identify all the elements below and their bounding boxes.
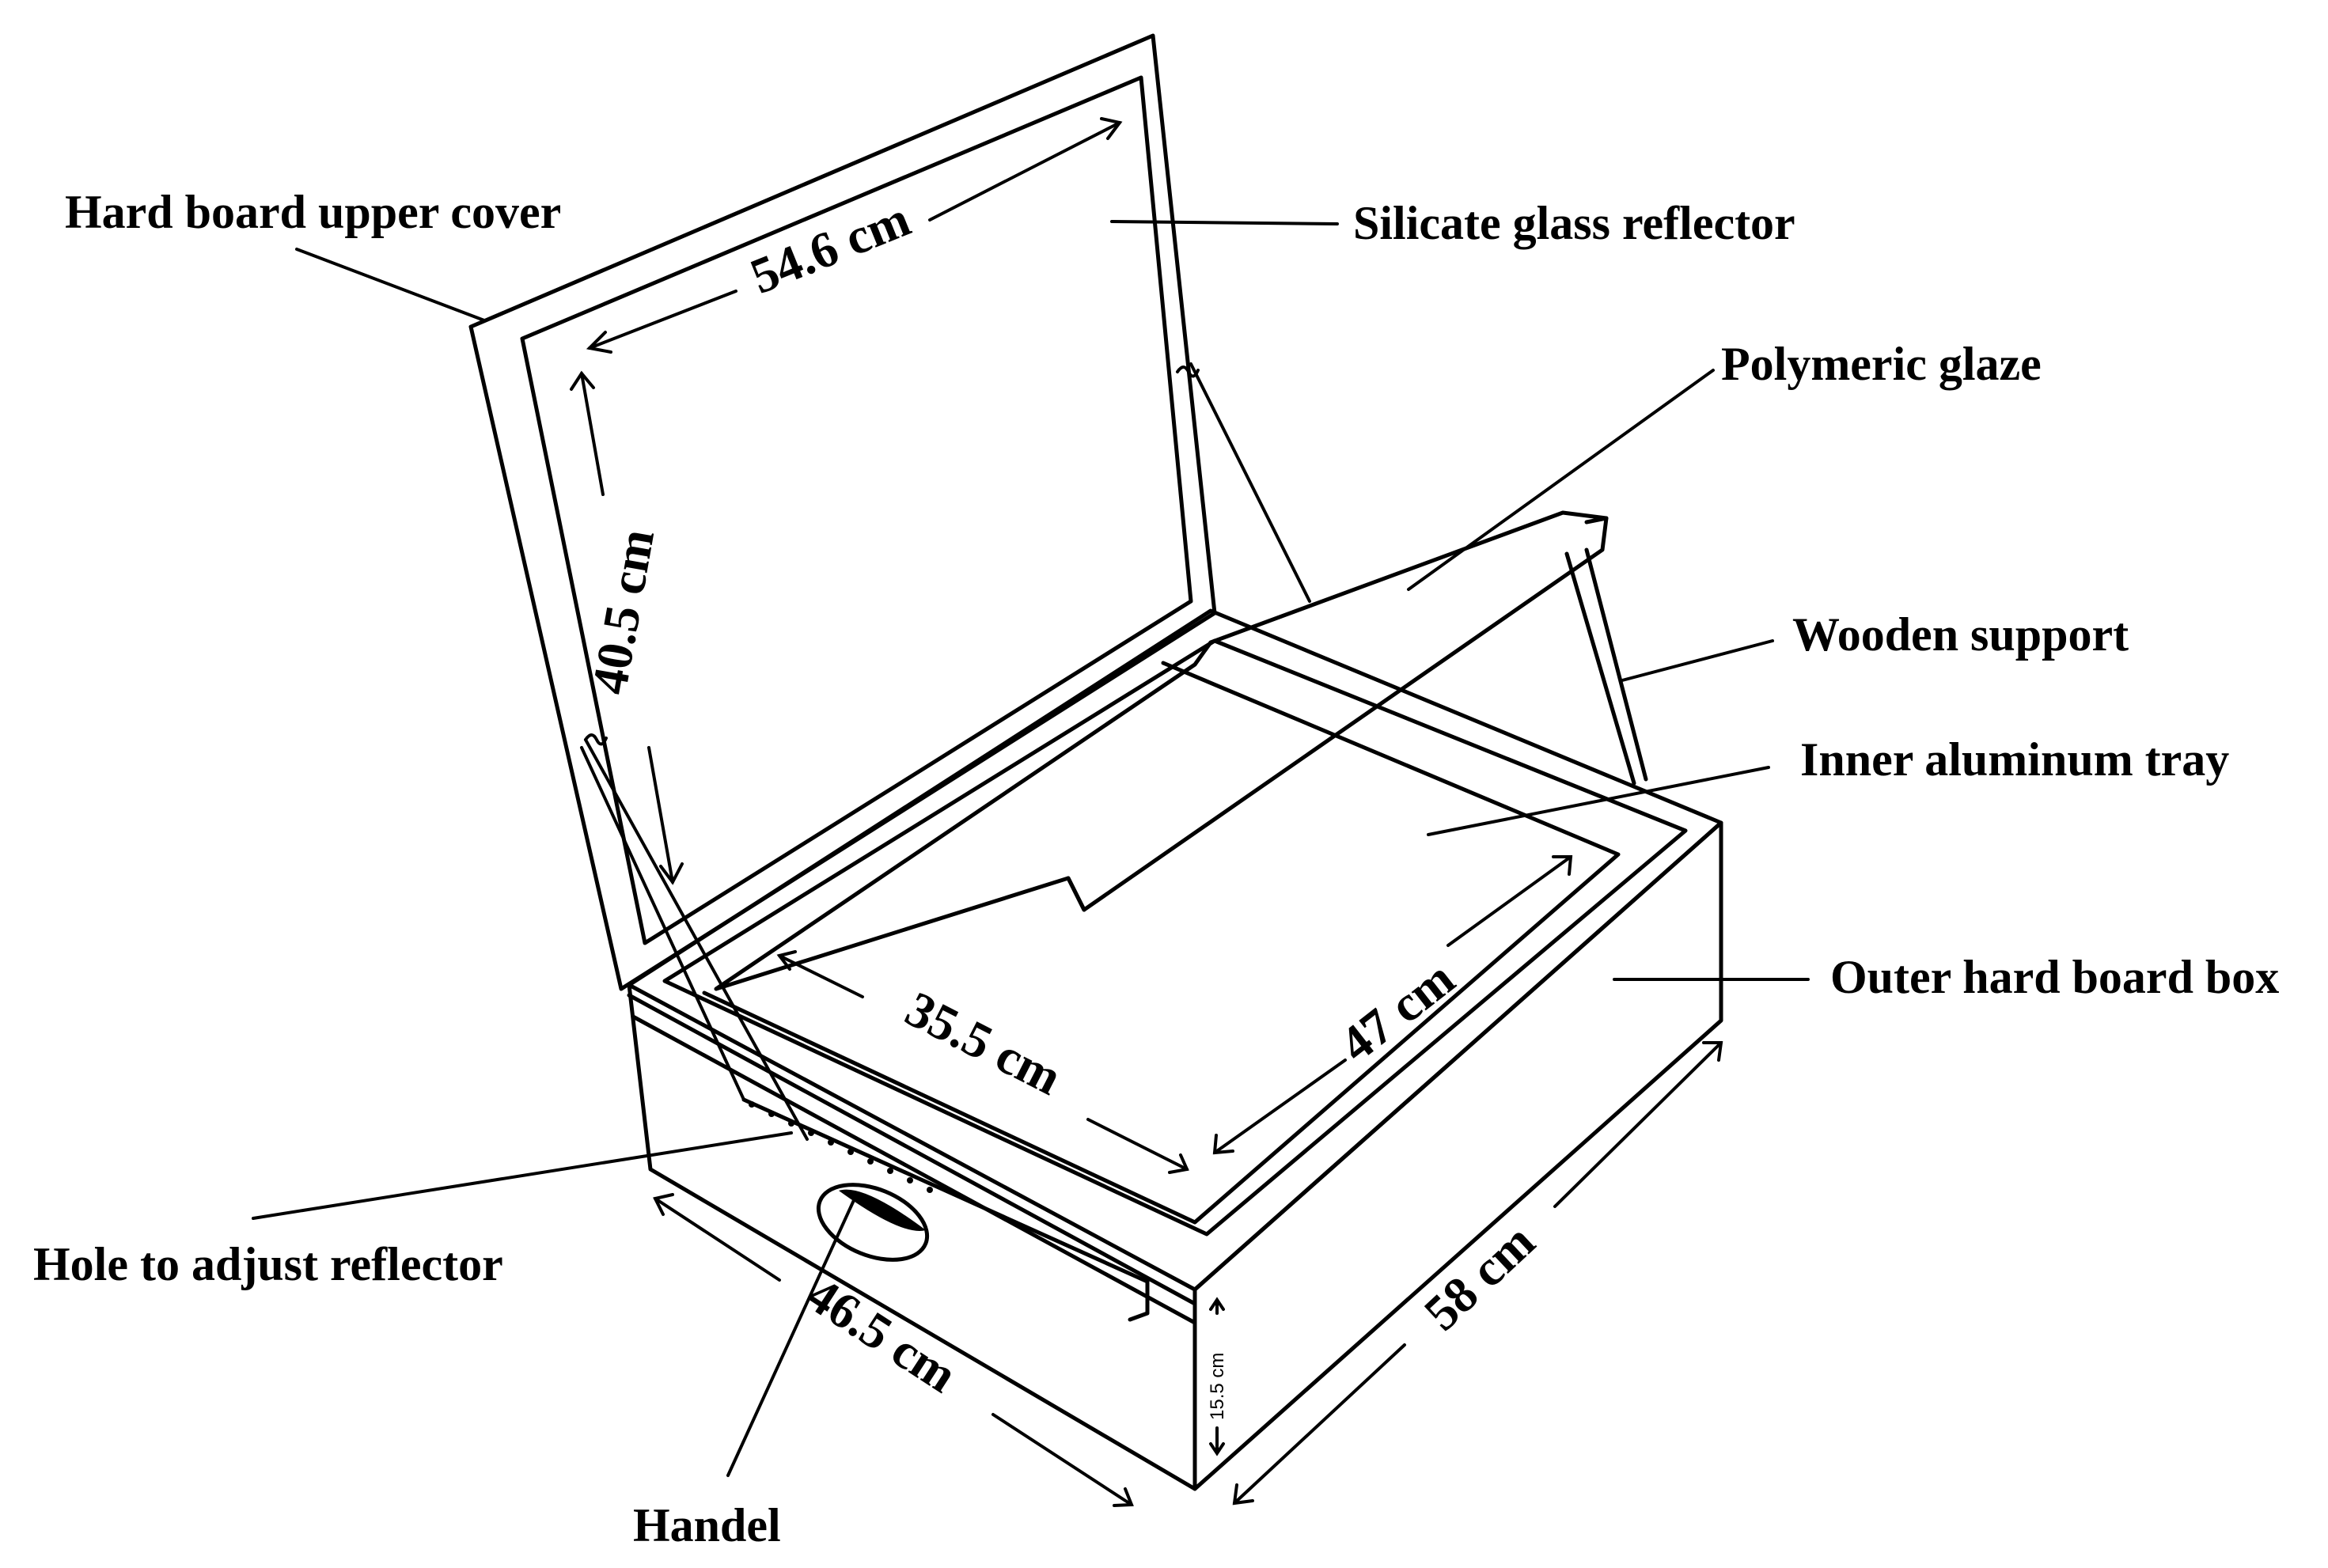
label-adjust-hole: Hole to adjust reflector: [33, 1238, 503, 1290]
dim-box-height: 15.5 cm: [1207, 1353, 1228, 1420]
leader-lines: [252, 220, 1810, 1477]
adjust-holes: [749, 1101, 933, 1193]
polymeric-glaze: [714, 362, 1648, 991]
dim-box-front: 46.5 cm: [797, 1266, 967, 1403]
dim-tray-depth: 47 cm: [1329, 950, 1465, 1074]
outer-box: [580, 608, 1723, 1491]
label-upper-cover: Hard board upper cover: [65, 186, 561, 238]
label-glass-reflector: Silicate glass reflector: [1353, 197, 1795, 249]
label-outer-box: Outer hard board box: [1830, 951, 2279, 1003]
dim-tray-width: 35.5 cm: [897, 980, 1071, 1105]
label-aluminum-tray: Inner aluminum tray: [1800, 733, 2229, 786]
dimension-labels: 54.6 cm 40.5 cm 35.5 cm 47 cm 46.5 cm 58…: [581, 191, 1545, 1420]
dim-reflector-height: 40.5 cm: [581, 525, 665, 699]
label-wooden-support: Wooden support: [1792, 608, 2129, 661]
callout-labels: Hard board upper cover Silicate glass re…: [33, 186, 2279, 1551]
inner-tray: [702, 661, 1621, 1225]
label-handle: Handel: [633, 1499, 781, 1551]
dimension-arrows: [570, 117, 1723, 1507]
label-polymeric-glaze: Polymeric glaze: [1721, 338, 2042, 390]
